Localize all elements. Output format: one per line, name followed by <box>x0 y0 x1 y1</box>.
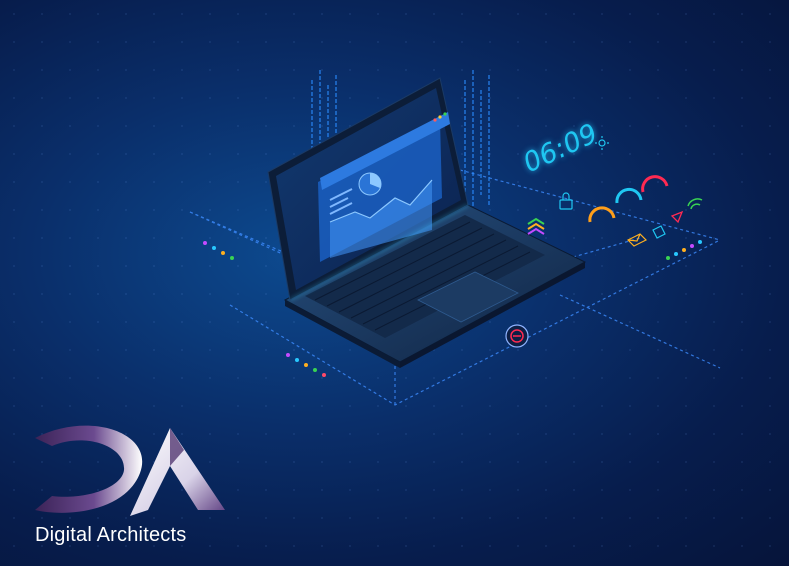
laptop-icon <box>267 77 587 368</box>
alarm-icon <box>670 210 684 224</box>
brand-name: Digital Architects <box>35 524 187 546</box>
wifi-icon <box>687 198 703 210</box>
bell-icon <box>652 225 666 239</box>
status-dots-right <box>666 240 702 260</box>
chevrons-icon <box>527 217 545 235</box>
brightness-icon <box>595 136 609 150</box>
stop-icon <box>505 324 529 348</box>
brand-logo <box>35 425 225 516</box>
status-dots-left <box>203 241 326 377</box>
gauge-icon <box>588 175 669 223</box>
lock-icon <box>559 192 573 210</box>
mail-icon <box>626 233 648 247</box>
